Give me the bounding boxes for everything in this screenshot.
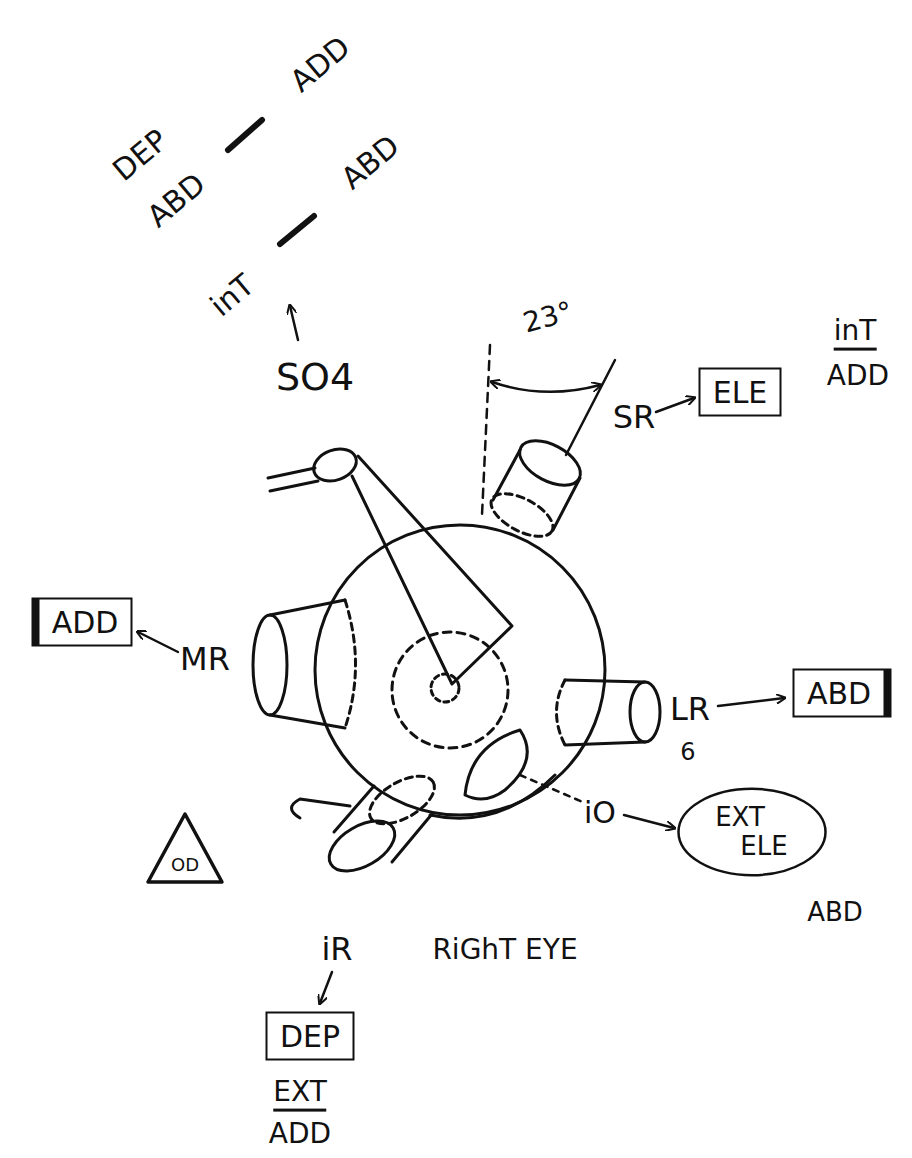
node-text: ELE — [740, 832, 787, 861]
muscle-name: SR — [613, 400, 656, 435]
leader-arrow — [320, 972, 332, 1003]
medial-rectus-muscle — [253, 600, 356, 728]
leader-line — [520, 775, 585, 803]
cornea-outline — [392, 632, 508, 748]
action-label: inT — [834, 316, 877, 351]
leader-arrow — [718, 698, 784, 706]
action-label: ADD — [284, 30, 356, 98]
nerve-number: 6 — [680, 739, 695, 765]
inferior-oblique-muscle — [430, 730, 555, 818]
leader-arrow — [138, 632, 178, 652]
dash-mark — [228, 120, 262, 150]
muscle-name: iO — [584, 796, 616, 829]
node-text: OD — [145, 855, 225, 875]
node-text: ADD — [52, 606, 119, 639]
muscle-name: MR — [180, 642, 230, 677]
action-box: ELE — [699, 368, 782, 417]
lateral-rectus-muscle — [557, 680, 661, 745]
angle-value: 23° — [520, 297, 576, 340]
dash-mark — [280, 216, 314, 244]
action-label: DEP — [106, 123, 173, 187]
leader-arrow — [290, 306, 298, 340]
pupil-outline — [431, 674, 459, 702]
action-label: ABD — [807, 898, 863, 927]
node-text: ELE — [713, 376, 768, 409]
figure-title: RiGhT EYE — [432, 935, 577, 966]
node-text: DEP — [280, 1020, 341, 1053]
action-box: ABD — [793, 669, 892, 718]
action-label: ADD — [827, 361, 889, 392]
node-text: EXT — [715, 803, 765, 832]
action-label: EXT — [273, 1077, 326, 1112]
leader-arrow — [656, 398, 694, 412]
axis-line — [482, 345, 490, 515]
muscle-name: LR — [670, 692, 710, 727]
node-text: ABD — [807, 677, 872, 710]
action-label: ADD — [269, 1119, 331, 1150]
superior-rectus-muscle — [484, 432, 587, 545]
muscle-axis-line — [566, 360, 615, 455]
muscle-name: iR — [321, 932, 352, 967]
action-label: ABD — [335, 129, 405, 196]
action-box: ADD — [32, 598, 133, 647]
eye-symbol: OD — [145, 811, 225, 885]
angle-arc — [492, 382, 600, 392]
action-label: inT — [204, 268, 260, 323]
inferior-rectus-muscle — [292, 766, 443, 881]
muscle-name: SO4 — [276, 357, 354, 399]
action-ellipse: EXTELE — [677, 787, 827, 877]
superior-oblique-muscle — [268, 443, 512, 684]
action-box: DEP — [266, 1012, 355, 1061]
leader-arrow — [624, 815, 674, 828]
action-label: ABD — [141, 167, 211, 234]
